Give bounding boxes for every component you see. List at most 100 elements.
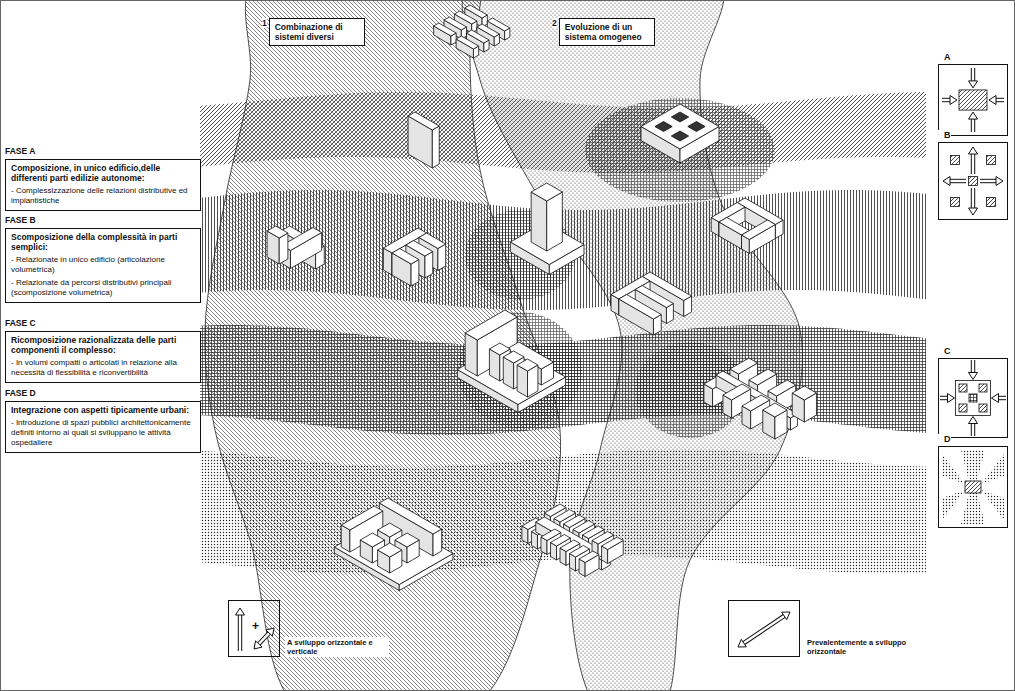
arrow-shaft: [239, 615, 241, 651]
system-box: 2Evoluzione di un sistema omogeneo: [552, 18, 655, 46]
building-block: [434, 5, 510, 58]
arrow-head: [948, 394, 955, 403]
system-title: Evoluzione di un sistema omogeneo: [565, 22, 649, 42]
plan-icon: [943, 147, 1003, 215]
illustration-part: [688, 122, 705, 132]
illustration-part: [489, 343, 510, 355]
phase-icon-box: A: [938, 46, 1008, 136]
phase-box: FASE CRicomposizione razionalizzata dell…: [5, 318, 201, 383]
phase-icon-box: C: [938, 340, 1008, 438]
plan-icon: [738, 612, 790, 647]
plan-icon: [942, 68, 1004, 132]
arrow-shaft: [940, 397, 948, 399]
phase-letter: C: [938, 346, 951, 357]
phase-box: FASE A Composizione, in unico edificio,de…: [5, 146, 201, 211]
arrow-shaft: [940, 396, 948, 400]
icon-frame: [938, 358, 1008, 438]
arrow-head: [943, 177, 950, 186]
icon-frame: [938, 142, 1008, 220]
phase-frame: Scomposizione della complessità in parti…: [5, 228, 201, 303]
arrow-shaft: [972, 68, 974, 81]
dotted-fan: [942, 490, 965, 520]
building-block: [457, 310, 565, 413]
phase-icon-box: B: [938, 124, 1008, 220]
building-block: [522, 504, 623, 577]
plan-square: [959, 404, 967, 412]
arrow-shaft: [996, 98, 1004, 102]
illustration-part: [434, 23, 457, 36]
arrow-head: [992, 394, 999, 403]
plan-square: [987, 198, 996, 207]
icon-frame: [938, 446, 1008, 528]
arrow-shaft: [972, 188, 974, 208]
arrow-head: [236, 608, 245, 615]
arrow-shaft: [972, 424, 974, 437]
arrow-shaft: [972, 119, 974, 132]
phase-label: FASE A: [5, 146, 201, 157]
phase-letter: D: [938, 434, 951, 445]
plan-square: [965, 481, 981, 493]
plan-square: [956, 381, 991, 416]
system-stream: [462, 0, 802, 691]
arrow-shaft: [971, 360, 975, 373]
arrow-shaft: [744, 616, 784, 643]
building-block: [611, 272, 692, 335]
arrow-shaft: [950, 179, 966, 183]
system-box: 1Combinazione di sistemi diversi: [262, 18, 365, 46]
illustration-part: [531, 183, 562, 201]
system-title: Combinazione di sistemi diversi: [275, 22, 359, 42]
illustration-part: [432, 126, 439, 168]
icon-frame: [938, 64, 1008, 136]
arrow-head: [996, 177, 1003, 186]
illustration-part: [517, 359, 538, 371]
dotted-fan: [981, 454, 1004, 484]
phase-label: FASE B: [5, 215, 201, 226]
illustration-part: [602, 537, 624, 550]
phase-icon-box: D: [938, 428, 1008, 528]
plan-square: [979, 404, 987, 412]
system-frame: Combinazione di sistemi diversi: [269, 18, 365, 46]
arrow-shaft: [971, 154, 975, 174]
phase-heading: Composizione, in unico edificio,delle di…: [11, 163, 195, 183]
illustration-part: [503, 351, 524, 363]
illustration-part: [378, 523, 402, 537]
illustration-part: [768, 380, 796, 396]
illustration-part: [465, 333, 477, 376]
illustration-part: [531, 192, 547, 251]
overlap-zone: [585, 98, 775, 202]
plan-square: [951, 156, 960, 165]
arrow-head: [969, 373, 978, 380]
building-block: [510, 183, 584, 275]
icon-frame: [728, 600, 800, 657]
arrow-shaft: [942, 98, 950, 102]
building-block: [383, 228, 445, 286]
building-block: [267, 226, 324, 269]
plan-square: [969, 394, 977, 402]
illustration-part: [395, 533, 419, 547]
dotted-fan: [961, 493, 985, 524]
plan-icon: [942, 450, 1004, 524]
illustration-part: [267, 226, 288, 238]
plan-square: [979, 384, 987, 392]
arrow-head: [738, 639, 746, 647]
arrow-shaft: [972, 154, 974, 174]
illustration-ground: [200, 0, 926, 691]
phase-frame: Ricomposizione razionalizzata delle part…: [5, 331, 201, 383]
illustration-part: [763, 403, 787, 417]
phase-heading: Scomposizione della complessità in parti…: [11, 232, 195, 252]
illustration-part: [360, 533, 384, 547]
arrow-head: [254, 641, 262, 649]
dotted-fan: [942, 454, 965, 484]
illustration-part: [406, 241, 433, 257]
arrow-head: [969, 112, 978, 119]
arrow-shaft: [971, 68, 975, 81]
phase-letter: B: [938, 130, 951, 141]
phase-item: - Relazionate da percorsi distributivi p…: [11, 278, 195, 298]
phase-box: FASE B Scomposizione della complessità in…: [5, 215, 201, 303]
illustration-part: [341, 506, 383, 530]
arrow-shaft: [980, 179, 996, 183]
illustration-part: [619, 295, 661, 320]
illustration-part: [456, 36, 479, 49]
building-block: [704, 358, 817, 439]
